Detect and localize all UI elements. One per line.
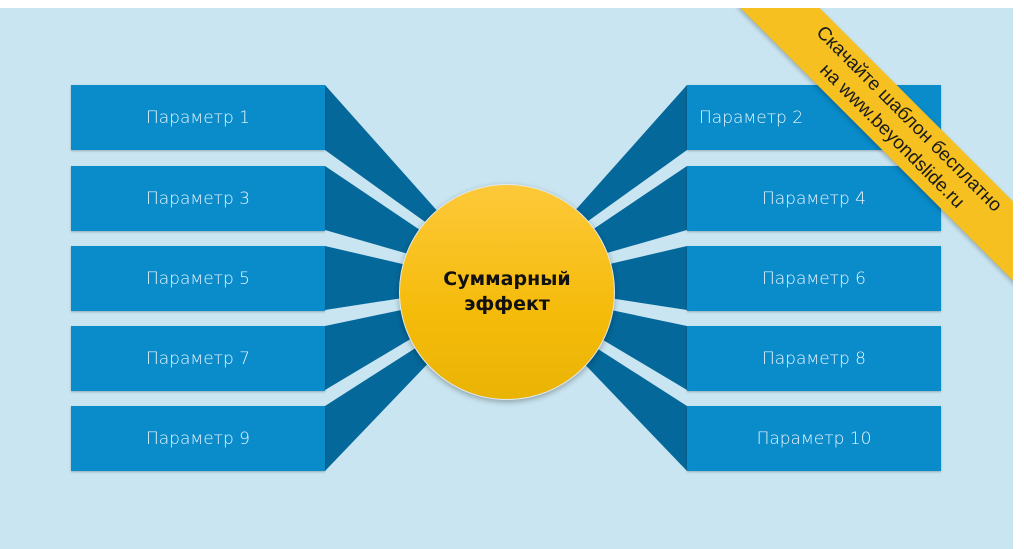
param-label: Параметр 10 xyxy=(756,428,872,449)
center-title-line1: Суммарный xyxy=(443,268,571,290)
param-label: Параметр 6 xyxy=(761,268,867,289)
param-label: Параметр 1 xyxy=(145,107,251,128)
param-label: Параметр 4 xyxy=(761,188,867,209)
param-box-5: Параметр 5 xyxy=(71,246,325,311)
param-box-6: Параметр 6 xyxy=(687,246,941,311)
param-box-3: Параметр 3 xyxy=(71,166,325,231)
param-label: Параметр 8 xyxy=(761,348,867,369)
param-box-8: Параметр 8 xyxy=(687,326,941,391)
param-box-4: Параметр 4 xyxy=(687,166,941,231)
param-label: Параметр 5 xyxy=(145,268,251,289)
param-label: Параметр 3 xyxy=(145,188,251,209)
param-box-7: Параметр 7 xyxy=(71,326,325,391)
param-label: Параметр 7 xyxy=(145,348,251,369)
param-box-1: Параметр 1 xyxy=(71,85,325,150)
slide: Параметр 1 Параметр 3 Параметр 5 Парамет… xyxy=(0,8,1013,549)
param-box-9: Параметр 9 xyxy=(71,406,325,471)
param-label: Параметр 2 xyxy=(699,107,804,128)
param-label: Параметр 9 xyxy=(145,428,251,449)
center-title-line2: эффект xyxy=(464,293,550,315)
param-box-10: Параметр 10 xyxy=(687,406,941,471)
center-circle: Суммарный эффект xyxy=(399,184,615,400)
